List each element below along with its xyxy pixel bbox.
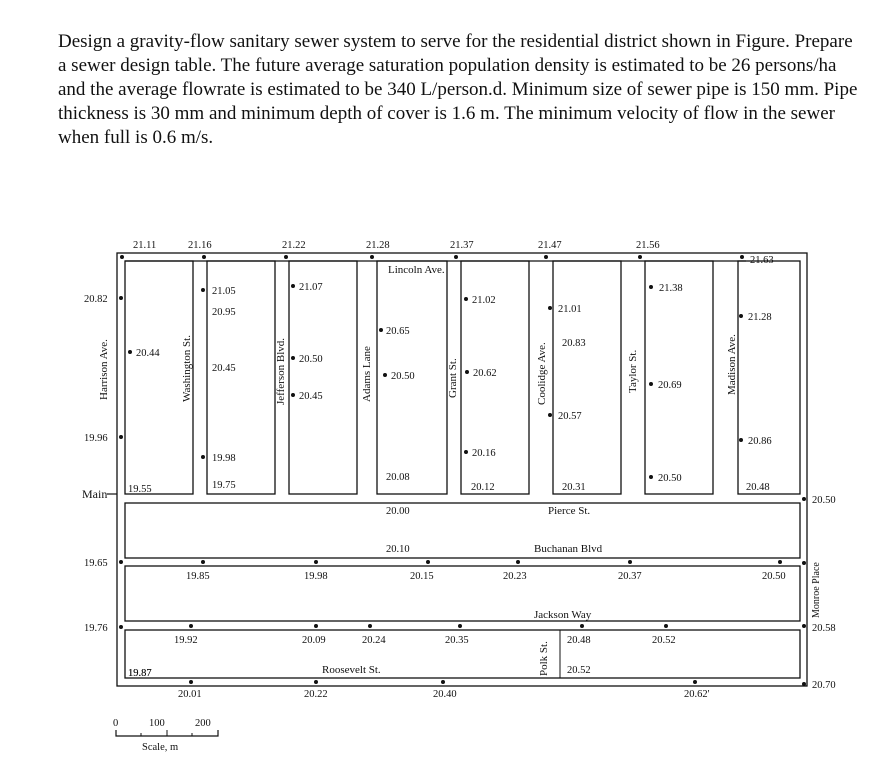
elev-label: 21.38 — [659, 283, 683, 294]
elev-label: 20.00 — [386, 506, 410, 517]
street-jackson: Jackson Way — [534, 609, 592, 621]
elev-label: 19.75 — [212, 480, 236, 491]
elev-label: 21.22 — [282, 240, 306, 251]
elev-label: 19.96 — [84, 433, 108, 444]
elev-label: 20.69 — [658, 380, 682, 391]
street-pierce: Pierce St. — [548, 505, 590, 517]
elev-label: 21.63 — [750, 255, 774, 266]
elev-label: 20.86 — [748, 436, 772, 447]
elev-label: 20.62 — [473, 368, 497, 379]
street-taylor: Taylor St. — [627, 350, 639, 393]
scale-bar: 0 100 200 Scale, m — [113, 718, 219, 753]
elev-label: 20.83 — [562, 338, 586, 349]
elev-label: 20.52 — [652, 635, 676, 646]
elev-label: 19.55 — [128, 484, 152, 495]
elev-label: 20.22 — [304, 689, 328, 700]
inner-elevations: 21.05 20.95 21.07 21.02 21.01 21.38 21.2… — [128, 282, 836, 679]
elev-label: 20.40 — [433, 689, 457, 700]
elev-label: 20.50 — [658, 473, 682, 484]
street-jefferson: Jefferson Blvd. — [275, 338, 287, 405]
elev-label: 19.85 — [186, 571, 210, 582]
street-buchanan: Buchanan Blvd — [534, 543, 603, 555]
elev-label: 20.50 — [762, 571, 786, 582]
elev-label: 20.95 — [212, 307, 236, 318]
elev-label: 20.58 — [812, 623, 836, 634]
elev-label: 21.16 — [188, 240, 212, 251]
elev-label: 20.24 — [362, 635, 386, 646]
elev-label: 19.92 — [174, 635, 198, 646]
elev-label: 20.15 — [410, 571, 434, 582]
elev-label: 19.98 — [212, 453, 236, 464]
elev-label: 21.28 — [366, 240, 390, 251]
elev-label: 20.16 — [472, 448, 496, 459]
elev-label: 19.87 — [128, 668, 152, 679]
street-adams: Adams Lane — [361, 346, 373, 402]
street-polk: Polk St. — [538, 641, 550, 676]
elev-label: 21.11 — [133, 240, 156, 251]
elev-label: 20.70 — [812, 680, 836, 691]
problem-statement: Design a gravity-flow sanitary sewer sys… — [58, 31, 858, 148]
street-harrison: Harrison Ave. — [98, 339, 110, 400]
elev-label: 20.57 — [558, 411, 582, 422]
elev-label: 20.45 — [212, 363, 236, 374]
street-washington: Washington St. — [181, 335, 193, 402]
elev-label: 20.62' — [684, 689, 710, 700]
elev-label: 21.37 — [450, 240, 474, 251]
manhole-dots — [119, 255, 806, 686]
elev-label: 20.23 — [503, 571, 527, 582]
elev-label: 21.01 — [558, 304, 582, 315]
elev-label: 20.52 — [567, 665, 591, 676]
top-elevations: 21.11 21.16 21.22 21.28 21.37 21.47 21.5… — [133, 240, 774, 266]
elev-label: 20.12 — [471, 482, 495, 493]
street-coolidge: Coolidge Ave. — [536, 342, 548, 405]
elev-label: 20.50 — [299, 354, 323, 365]
elev-label: 19.76 — [84, 623, 108, 634]
left-elevations: 20.82 19.96 19.65 19.76 — [84, 294, 108, 634]
elev-label: 20.82 — [84, 294, 108, 305]
street-madison: Madison Ave. — [726, 334, 738, 395]
elev-label: 20.65 — [386, 326, 410, 337]
street-grid — [116, 252, 808, 687]
scale-tick: 200 — [195, 718, 211, 729]
elev-label: 21.02 — [472, 295, 496, 306]
elev-label: 20.50 — [391, 371, 415, 382]
elev-label: 20.48 — [567, 635, 591, 646]
elev-label: 21.56 — [636, 240, 660, 251]
lower-elevations: 19.85 19.98 20.15 20.23 20.37 20.50 20.5… — [128, 571, 836, 700]
elev-label: 20.08 — [386, 472, 410, 483]
elev-label: 20.44 — [136, 348, 160, 359]
elev-label: 19.87 — [128, 668, 152, 679]
scale-label: Scale, m — [142, 742, 178, 753]
elev-label: 20.09 — [302, 635, 326, 646]
street-names: Lincoln Ave. Pierce St. Buchanan Blvd Ja… — [82, 264, 603, 676]
elev-label: 21.05 — [212, 286, 236, 297]
elev-label: 19.98 — [304, 571, 328, 582]
elev-label: 21.47 — [538, 240, 562, 251]
vertical-street-names: Harrison Ave. Washington St. Jefferson B… — [98, 334, 822, 676]
street-lincoln: Lincoln Ave. — [388, 264, 445, 276]
elev-label: 20.10 — [386, 544, 410, 555]
elev-label: 21.07 — [299, 282, 323, 293]
street-roosevelt: Roosevelt St. — [322, 664, 381, 676]
elev-label: 20.50 — [812, 495, 836, 506]
street-main: Main — [82, 487, 107, 501]
elev-label: 20.45 — [299, 391, 323, 402]
elev-label: 20.01 — [178, 689, 202, 700]
elev-label: 20.31 — [562, 482, 586, 493]
street-monroe: Monroe Place — [811, 562, 822, 618]
scale-tick: 0 — [113, 718, 118, 729]
street-grant: Grant St. — [447, 358, 459, 398]
elev-label: 20.35 — [445, 635, 469, 646]
scale-tick: 100 — [149, 718, 165, 729]
elev-label: 21.28 — [748, 312, 772, 323]
elev-label: 20.37 — [618, 571, 642, 582]
elev-label: 19.65 — [84, 558, 108, 569]
elev-label: 20.48 — [746, 482, 770, 493]
